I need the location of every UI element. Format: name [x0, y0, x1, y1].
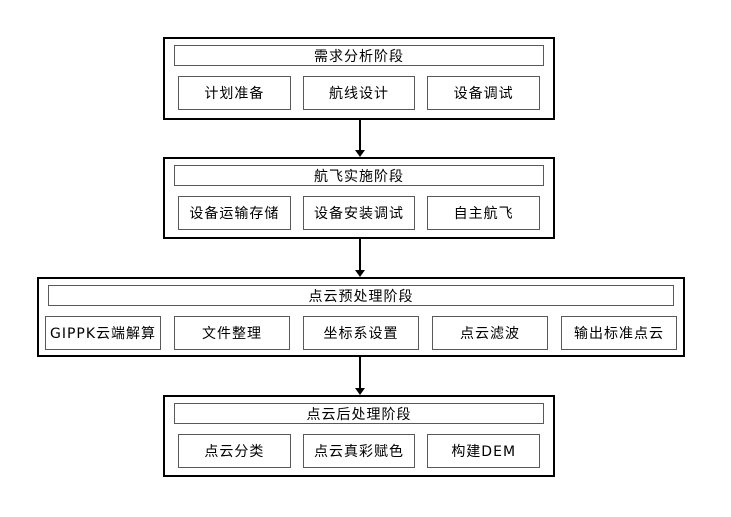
task-box: 航线设计 [302, 76, 416, 110]
stage-requirements-analysis: 需求分析阶段 计划准备 航线设计 设备调试 [163, 37, 555, 120]
task-box: 计划准备 [178, 76, 291, 110]
task-box: 点云滤波 [432, 316, 548, 350]
stage-items-row: GIPPK云端解算 文件整理 坐标系设置 点云滤波 输出标准点云 [45, 316, 677, 350]
arrow-head-icon [355, 388, 365, 395]
stage-title: 点云预处理阶段 [48, 285, 674, 306]
stage-pointcloud-preprocessing: 点云预处理阶段 GIPPK云端解算 文件整理 坐标系设置 点云滤波 输出标准点云 [37, 277, 685, 357]
task-box: 坐标系设置 [303, 316, 419, 350]
arrow-stage1-to-stage2 [355, 120, 365, 157]
stage-title: 需求分析阶段 [174, 45, 544, 66]
task-box: 设备运输存储 [178, 196, 291, 230]
task-box: 构建DEM [427, 434, 541, 468]
stage-items-row: 计划准备 航线设计 设备调试 [178, 76, 541, 110]
arrow-line [359, 120, 361, 151]
task-box: 设备安装调试 [302, 196, 416, 230]
arrow-head-icon [355, 270, 365, 277]
arrow-head-icon [355, 150, 365, 157]
stage-title: 航飞实施阶段 [174, 165, 544, 186]
stage-title: 点云后处理阶段 [174, 403, 544, 424]
arrow-stage2-to-stage3 [355, 239, 365, 277]
stage-pointcloud-postprocessing: 点云后处理阶段 点云分类 点云真彩赋色 构建DEM [163, 395, 555, 477]
task-box: 设备调试 [427, 76, 541, 110]
task-box: 文件整理 [174, 316, 290, 350]
task-box: 自主航飞 [427, 196, 541, 230]
stage-flight-implementation: 航飞实施阶段 设备运输存储 设备安装调试 自主航飞 [163, 157, 555, 239]
stage-items-row: 点云分类 点云真彩赋色 构建DEM [178, 434, 541, 468]
task-box: 输出标准点云 [561, 316, 677, 350]
arrow-line [359, 357, 361, 389]
task-box: 点云真彩赋色 [302, 434, 416, 468]
arrow-line [359, 239, 361, 271]
task-box: GIPPK云端解算 [45, 316, 161, 350]
task-box: 点云分类 [178, 434, 291, 468]
stage-items-row: 设备运输存储 设备安装调试 自主航飞 [178, 196, 541, 230]
arrow-stage3-to-stage4 [355, 357, 365, 395]
